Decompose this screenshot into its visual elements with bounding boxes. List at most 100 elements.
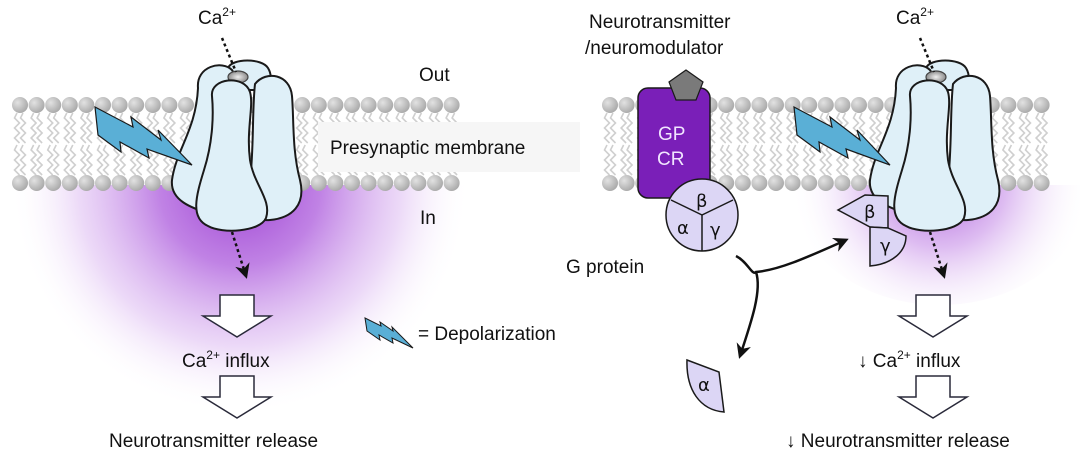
lipid-head: [851, 97, 867, 113]
lipid-head: [867, 97, 884, 113]
bound-beta-label: β: [864, 202, 876, 223]
lipid-tail: [1018, 112, 1026, 144]
lipid-head: [78, 97, 95, 113]
flow-arrow-left-2: [200, 375, 274, 419]
lipid-head: [410, 175, 427, 191]
lipid-tail: [808, 144, 816, 176]
lipid-head: [751, 97, 768, 113]
lipid-tail: [819, 144, 827, 176]
lipid-head: [443, 175, 460, 191]
lipid-tail: [603, 112, 611, 144]
lipid-tail: [609, 144, 617, 176]
g-protein-label: G protein: [566, 257, 644, 278]
lipid-tail: [69, 144, 77, 176]
free-alpha-subunit: [686, 358, 725, 413]
flow-arrow-left-1: [200, 294, 274, 338]
ligand-label-line1: Neurotransmitter: [589, 12, 731, 33]
lipid-head: [28, 97, 45, 113]
lipid-head: [784, 175, 801, 191]
lipid-tail: [13, 112, 21, 144]
lipid-tail: [752, 144, 761, 176]
lipid-head: [602, 97, 618, 113]
lipid-tail: [736, 112, 744, 144]
lipid-tail: [168, 112, 177, 144]
lipid-tail: [609, 112, 617, 144]
legend: = Depolarization: [364, 317, 556, 349]
lipid-tail: [625, 112, 634, 144]
lipid-head: [1017, 97, 1033, 113]
lipid-tail: [19, 144, 27, 176]
lipid-tail: [1007, 112, 1016, 144]
lipid-tail: [1040, 144, 1049, 176]
lipid-tail: [69, 112, 77, 144]
lipid-tail: [301, 144, 309, 176]
lipid-head: [801, 175, 818, 191]
flow-arrow-right-1: [896, 294, 970, 338]
lipid-head: [817, 175, 834, 191]
flow-arrow-right-2: [896, 375, 970, 419]
lipid-tail: [775, 112, 783, 144]
lipid-tail: [52, 144, 60, 176]
calcium-influx-label-left: Ca2+ influx: [182, 348, 270, 372]
lipid-head: [851, 175, 867, 191]
lipid-tail: [1040, 112, 1049, 144]
lipid-head: [61, 97, 78, 113]
lipid-head: [78, 175, 95, 191]
lipid-tail: [46, 144, 54, 176]
lipid-tail: [29, 112, 38, 144]
lipid-head: [360, 97, 377, 113]
lipid-head: [61, 175, 78, 191]
lipid-head: [1033, 97, 1050, 113]
lipid-head: [427, 97, 443, 113]
lipid-tail: [79, 144, 88, 176]
lipid-tail: [1024, 112, 1032, 144]
lipid-tail: [625, 144, 634, 176]
calcium-exit-arrow-right: [928, 231, 948, 279]
lipid-tail: [35, 144, 44, 176]
lipid-head: [1000, 175, 1017, 191]
calcium-entry-path-right: [918, 37, 936, 73]
lipid-head: [734, 97, 751, 113]
lipid-head: [427, 175, 443, 191]
lipid-tail: [179, 112, 187, 144]
lipid-head: [618, 175, 635, 191]
lipid-tail: [708, 112, 717, 144]
lipid-tail: [785, 112, 794, 144]
lipid-head: [111, 97, 128, 113]
lipid-tail: [301, 112, 309, 144]
membrane-label-box: [318, 122, 580, 172]
lipid-tail: [802, 144, 810, 176]
membrane-label: Presynaptic membrane: [330, 138, 525, 159]
lipid-tail: [742, 144, 750, 176]
ligand-label-line2: /neuromodulator: [585, 38, 724, 59]
calcium-entry-path-left: [220, 37, 238, 73]
lipid-head: [12, 175, 28, 191]
lipid-head: [801, 97, 818, 113]
in-label: In: [420, 208, 436, 229]
neurotransmitter-release-label-left: Neurotransmitter release: [109, 431, 318, 452]
lipid-tail: [295, 112, 303, 144]
lipid-head: [327, 175, 344, 191]
calcium-influx-label-right: ↓ Ca2+ influx: [858, 348, 961, 372]
lipid-tail: [725, 144, 733, 176]
bound-gamma-label: γ: [880, 236, 891, 257]
lipid-head: [1033, 175, 1050, 191]
lipid-head: [410, 97, 427, 113]
g-protein-trimer: β α γ: [665, 178, 739, 252]
lipid-head: [817, 97, 834, 113]
lipid-tail: [35, 112, 44, 144]
lipid-head: [618, 97, 635, 113]
calcium-label-right: Ca2+: [896, 5, 934, 29]
lipid-head: [327, 97, 344, 113]
lipid-head: [377, 97, 394, 113]
lipid-head: [144, 97, 161, 113]
lipid-tail: [742, 112, 750, 144]
free-alpha-label: α: [698, 375, 710, 396]
calcium-channel-right: [868, 59, 1001, 232]
lipid-tail: [85, 112, 94, 144]
lipid-tail: [1034, 144, 1043, 176]
lipid-head: [144, 175, 161, 191]
lipid-tail: [791, 112, 800, 144]
lipid-tail: [102, 144, 110, 176]
lipid-tail: [52, 112, 60, 144]
